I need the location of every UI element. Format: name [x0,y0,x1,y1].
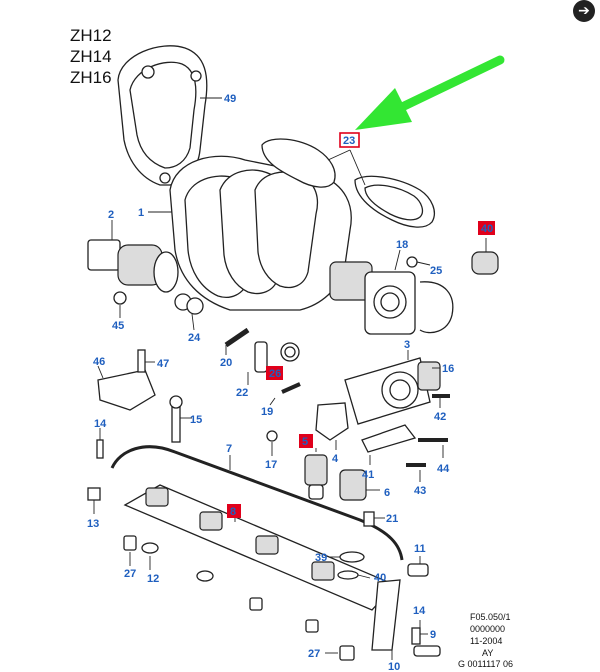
part-5-fuel-injector [304,448,328,500]
reference-line-1: F05.050/1 [470,612,511,622]
part-10-bracket [371,579,401,660]
reference-line-4: AY [482,648,494,658]
callout-19[interactable]: 19 [261,406,273,418]
reference-line-3: 11-2004 [470,636,503,646]
callout-7[interactable]: 7 [226,443,232,455]
callout-41[interactable]: 41 [362,469,374,481]
callout-26[interactable]: 26 [269,368,281,380]
part-6-pressure-regulator [339,469,380,501]
callout-13[interactable]: 13 [87,518,99,530]
part-2-idle-air-valve [87,220,179,293]
callout-labels: 49 23 1 2 40 18 25 45 24 20 3 16 46 47 2… [87,93,493,672]
callout-12[interactable]: 12 [147,573,159,585]
part-15-bolt [169,395,192,443]
callout-14-left[interactable]: 14 [94,418,107,430]
part-44-bolt [418,438,448,458]
part-11-connector [407,556,429,577]
part-14-stud-right [413,620,441,657]
reference-line-5: G 0011117 06 [458,659,514,669]
part-39-o-ring [330,551,365,563]
callout-45[interactable]: 45 [112,320,124,332]
part-12-seal [141,542,214,582]
highlight-boxes [227,132,495,518]
callout-46[interactable]: 46 [93,356,105,368]
callout-17[interactable]: 17 [265,459,277,471]
part-47-bolt [137,349,155,373]
callout-21[interactable]: 21 [386,513,398,525]
callout-42[interactable]: 42 [434,411,446,423]
part-1-intake-manifold [148,155,352,311]
callout-6[interactable]: 6 [384,487,390,499]
callout-24[interactable]: 24 [188,332,201,344]
callout-4[interactable]: 4 [332,453,339,465]
callout-27-bottom[interactable]: 27 [308,648,320,660]
callout-49[interactable]: 49 [224,93,236,105]
callout-1[interactable]: 1 [138,207,144,219]
green-pointer-arrow [355,55,505,130]
callout-5[interactable]: 5 [302,436,308,448]
part-27-cap-bottom [325,645,355,661]
part-3-throttle-housing [344,350,441,425]
model-code-3: ZH16 [70,68,112,87]
callout-14-right[interactable]: 14 [413,605,426,617]
callout-3[interactable]: 3 [404,339,410,351]
callout-23[interactable]: 23 [343,135,355,147]
callout-20[interactable]: 20 [220,357,232,369]
callout-8[interactable]: 8 [230,506,236,518]
part-22-stud [247,341,268,385]
callout-40-top[interactable]: 40 [481,223,493,235]
part-4-bracket [315,402,349,450]
callout-22[interactable]: 22 [236,387,248,399]
callout-10[interactable]: 10 [388,661,400,672]
model-code-2: ZH14 [70,47,112,66]
part-45-bolt [113,291,127,318]
part-24-o-ring [174,293,204,331]
callout-16[interactable]: 16 [442,363,454,375]
part-9-bolt [411,627,428,645]
part-26-gasket [280,342,300,362]
part-25-bolt [406,256,431,268]
callout-15[interactable]: 15 [190,414,202,426]
arrow-right-circle-icon: ➔ [578,3,590,19]
next-arrow-button[interactable]: ➔ [573,0,595,22]
part-40-o-ring [337,570,371,580]
callout-39[interactable]: 39 [315,552,327,564]
part-7-fuel-pipe [110,445,404,561]
callout-43[interactable]: 43 [414,485,426,497]
callout-47[interactable]: 47 [157,358,169,370]
part-18-throttle-body [329,249,454,335]
callout-44[interactable]: 44 [437,463,450,475]
callout-27-left[interactable]: 27 [124,568,136,580]
rail-injector-bottoms [249,597,319,633]
part-46-bracket [97,365,156,411]
part-8-fuel-rail [123,484,397,611]
part-23-gasket-set [261,138,435,228]
reference-line-2: 0000000 [470,624,506,634]
part-14-stud-left [96,428,104,459]
part-40-sensor [471,238,499,275]
part-43-bolt [406,463,426,482]
part-42-bolt [432,394,450,408]
part-13-nut [87,487,101,514]
part-20-bolt [224,327,250,355]
model-code-1: ZH12 [70,26,112,45]
part-49-cover-gasket [117,45,222,186]
callout-9[interactable]: 9 [430,629,436,641]
callout-18[interactable]: 18 [396,239,408,251]
part-17-bolt [266,430,278,456]
part-27-cap-left [123,535,137,566]
part-19-bolt [269,382,301,406]
part-41-linkage [361,424,417,465]
part-21-bolt [363,511,385,527]
callout-2[interactable]: 2 [108,209,114,221]
callout-11[interactable]: 11 [414,543,426,555]
callout-25[interactable]: 25 [430,265,442,277]
callout-40-bottom[interactable]: 40 [374,572,386,584]
